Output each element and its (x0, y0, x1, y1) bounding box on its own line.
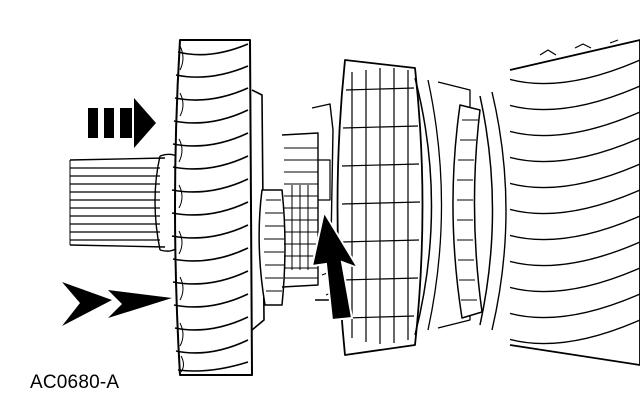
dashed-flow-arrow (88, 98, 156, 148)
mainshaft-splines (284, 147, 318, 279)
input-helical-gear (171, 39, 265, 376)
second-blocker-ring (452, 91, 507, 331)
input-shaft-splines (70, 167, 160, 241)
input-gear-tooth-notches (178, 45, 184, 373)
input-shaft (69, 153, 183, 252)
synchronizer-sleeve (336, 59, 471, 356)
sleeve-splines (341, 68, 421, 344)
solid-arrow-center (310, 209, 361, 322)
output-helical-gear (509, 39, 640, 366)
solid-arrow-lower-left (62, 282, 172, 326)
figure-label: AC0680-A (30, 372, 120, 393)
synchronizer-assembly (258, 103, 339, 306)
input-gear-teeth (171, 43, 249, 372)
